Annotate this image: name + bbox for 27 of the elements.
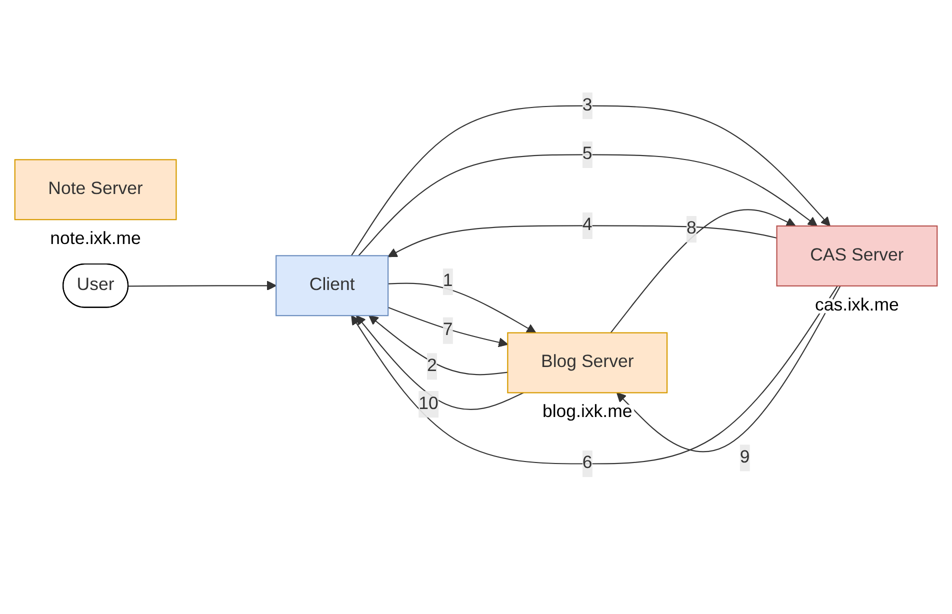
edge-label: 8 [686,219,696,238]
arrow [358,154,818,256]
node-box: Client [276,255,389,316]
arrow [351,286,838,464]
arrow [610,209,796,334]
edge-label: 3 [582,96,592,115]
edge-label: 5 [582,144,592,164]
node-box: Blog Server [507,332,668,394]
edge-label: 4 [582,216,592,235]
arrow [388,306,508,348]
arrow [368,315,508,376]
host-name: note.ixk.me [50,228,141,248]
edge-label: 2 [426,356,437,376]
arrow [356,315,524,410]
host-name: blog.ixk.me [542,401,632,422]
arrow [388,282,536,334]
arrow [388,225,777,258]
edge-label: 10 [418,394,438,414]
edge-label: 6 [582,454,592,473]
edge-label: 1 [442,272,453,291]
arrow [616,286,841,452]
arrow [350,105,830,256]
edge-label: 7 [442,320,453,340]
arrow [128,280,277,291]
edge-label: 9 [740,448,750,467]
node-box: CAS Server [776,225,938,286]
node-box: Note Server [14,159,177,220]
